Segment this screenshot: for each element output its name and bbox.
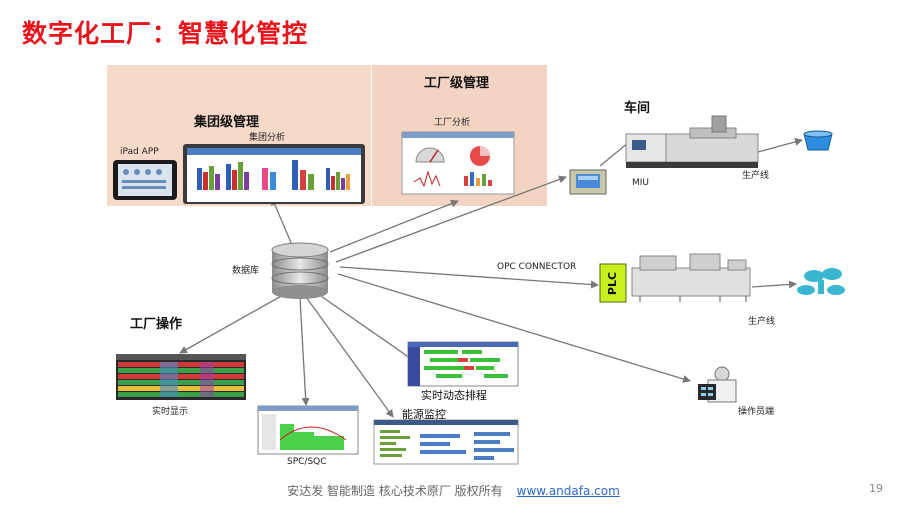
opc-connector-label: OPC CONNECTOR	[497, 262, 577, 272]
miu-device-icon	[569, 169, 607, 195]
bucket-icon	[803, 130, 833, 151]
footer: 安达发 智能制造 核心技术原厂 版权所有 www.andafa.com	[0, 482, 907, 499]
arrow-to-miu	[335, 175, 567, 263]
arrow-plc-to-line	[751, 280, 797, 289]
factory-analysis-label: 工厂分析	[434, 118, 471, 128]
production-line-1-label: 生产线	[742, 171, 770, 181]
group-management-heading: 集团级管理	[194, 115, 260, 130]
assembly-line-icon	[631, 253, 751, 302]
group-analysis-monitor-icon	[183, 144, 365, 204]
footer-text: 安达发 智能制造 核心技术原厂 版权所有	[287, 484, 503, 498]
operator-terminal-label: 操作员端	[738, 407, 775, 417]
arrow-workshop-to-line	[757, 137, 803, 153]
arrow-to-energy	[305, 296, 394, 418]
energy-monitor-label: 能源监控	[402, 408, 446, 421]
arrow-to-group	[271, 197, 293, 246]
spc-sqc-label: SPC/SQC	[287, 457, 327, 467]
realtime-display-screen-icon	[116, 354, 246, 400]
connection-arrows	[179, 137, 803, 418]
ipad-app-label: iPad APP	[120, 147, 159, 157]
arrow-to-plc	[339, 266, 599, 289]
page-title: 数字化工厂：智慧化管控	[22, 19, 309, 48]
page-number: 19	[869, 482, 883, 495]
energy-monitor-screen-icon	[373, 419, 519, 465]
parts-icon	[797, 268, 845, 295]
plc-label: PLC	[606, 271, 620, 295]
production-line-2-label: 生产线	[748, 317, 776, 327]
database-label: 数据库	[232, 266, 260, 276]
workshop-label: 车间	[624, 101, 651, 116]
arrow-to-spc	[299, 297, 310, 406]
arrow-to-factory	[329, 199, 459, 253]
plc-box	[599, 263, 627, 303]
factory-management-heading: 工厂级管理	[424, 76, 490, 91]
arrow-to-realtime	[179, 294, 284, 354]
database-icon	[271, 242, 329, 299]
factory-operations-label: 工厂操作	[130, 317, 183, 332]
scheduling-gantt-screen-icon	[407, 341, 519, 387]
plc-label-wrap: PLC	[600, 264, 626, 302]
injection-machine-icon	[625, 115, 759, 168]
arrow-to-scheduling	[317, 293, 421, 366]
miu-label: MIU	[632, 178, 650, 188]
spc-chart-screen-icon	[257, 405, 359, 455]
realtime-display-label: 实时显示	[152, 407, 189, 417]
footer-link[interactable]: www.andafa.com	[516, 484, 620, 498]
scheduling-label: 实时动态排程	[421, 389, 487, 402]
ipad-icon	[113, 160, 177, 200]
factory-analysis-screen-icon	[401, 131, 515, 195]
group-analysis-label: 集团分析	[249, 133, 286, 143]
operator-terminal-icon	[698, 366, 737, 403]
arrow-to-operator	[337, 273, 691, 383]
